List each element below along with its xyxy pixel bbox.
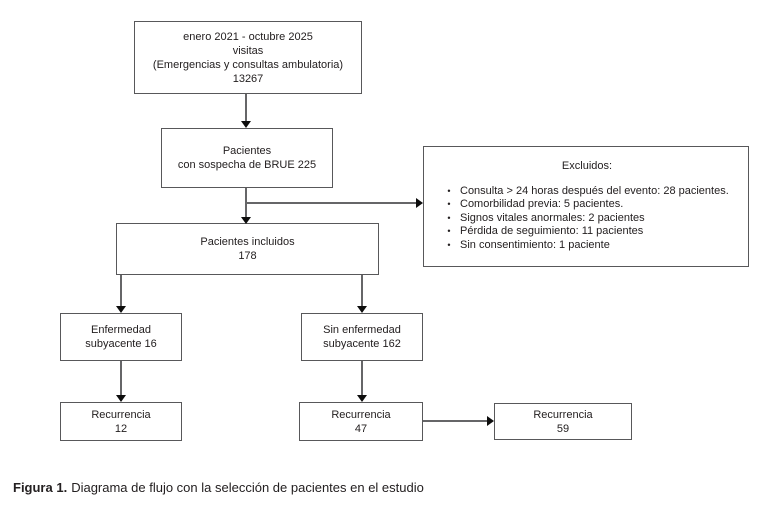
flow-box-recurrence-no-underlying: Recurrencia 47 — [299, 402, 423, 441]
excluded-list-item: • Comorbilidad previa: 5 pacientes. — [438, 198, 736, 212]
flow-box-visits-line: enero 2021 - octubre 2025 — [183, 30, 313, 43]
excluded-list-item: • Sin consentimiento: 1 paciente — [438, 239, 736, 253]
figure-caption-text: Diagrama de flujo con la selección de pa… — [71, 480, 424, 495]
connector-line — [361, 361, 363, 396]
arrowhead-right-icon — [487, 416, 494, 426]
flow-box-recurrence-total-line: 59 — [556, 422, 570, 435]
connector-line — [245, 94, 247, 122]
figure-caption-label: Figura 1. — [13, 480, 68, 495]
excluded-item-text: Sin consentimiento: 1 paciente — [460, 238, 610, 251]
flow-box-visits-line: visitas — [232, 44, 264, 57]
flow-box-recurrence-total: Recurrencia 59 — [494, 403, 632, 440]
flow-box-recurrence-total-line: Recurrencia — [533, 408, 593, 421]
arrowhead-down-icon — [357, 395, 367, 402]
excluded-item-text: Signos vitales anormales: 2 pacientes — [460, 211, 645, 224]
flow-box-suspected-brue-line: con sospecha de BRUE 225 — [177, 159, 317, 171]
bullet-icon: • — [447, 212, 451, 223]
excluded-list-item: • Consulta > 24 horas después del evento… — [438, 185, 736, 199]
arrowhead-down-icon — [116, 306, 126, 313]
flow-box-no-underlying-disease: Sin enfermedad subyacente 162 — [301, 313, 423, 361]
flow-box-no-underlying-disease-line: subyacente 162 — [323, 338, 401, 350]
flow-box-underlying-disease-line: subyacente 16 — [85, 338, 157, 350]
connector-line — [361, 275, 363, 307]
connector-line — [245, 202, 417, 204]
arrowhead-down-icon — [357, 306, 367, 313]
figure-caption: Figura 1.Diagrama de flujo con la selecc… — [13, 479, 424, 496]
flow-box-excluded: Excluidos: • Consulta > 24 horas después… — [423, 146, 749, 267]
excluded-item-text: Comorbilidad previa: 5 pacientes. — [460, 198, 624, 211]
excluded-list-item: • Signos vitales anormales: 2 pacientes — [438, 212, 736, 226]
connector-line — [120, 361, 122, 396]
arrowhead-down-icon — [116, 395, 126, 402]
flow-box-suspected-brue-line: Pacientes — [222, 145, 272, 157]
arrowhead-down-icon — [241, 121, 251, 128]
excluded-list-item: • Pérdida de seguimiento: 11 pacientes — [438, 225, 736, 239]
bullet-icon: • — [447, 239, 451, 250]
bullet-icon: • — [447, 185, 451, 196]
connector-line — [423, 420, 488, 422]
bullet-icon: • — [447, 226, 451, 237]
flow-box-included-line: 178 — [238, 250, 257, 262]
flow-box-recurrence-no-underlying-line: Recurrencia — [331, 408, 391, 421]
arrowhead-right-icon — [416, 198, 423, 208]
arrowhead-down-icon — [241, 217, 251, 224]
flow-box-visits-line: (Emergencias y consultas ambulatoria) — [152, 58, 344, 71]
flow-box-visits-line: 13267 — [232, 72, 264, 85]
excluded-item-text: Consulta > 24 horas después del evento: … — [460, 184, 729, 197]
flow-box-visits: enero 2021 - octubre 2025 visitas (Emerg… — [134, 21, 362, 94]
flow-box-included: Pacientes incluidos 178 — [116, 223, 379, 275]
flow-box-recurrence-underlying-line: Recurrencia — [91, 408, 151, 421]
excluded-list: • Consulta > 24 horas después del evento… — [438, 185, 736, 253]
flow-box-underlying-disease: Enfermedad subyacente 16 — [60, 313, 182, 361]
flow-box-recurrence-no-underlying-line: 47 — [354, 422, 368, 435]
flow-box-underlying-disease-line: Enfermedad — [91, 324, 151, 336]
bullet-icon: • — [447, 199, 451, 210]
excluded-item-text: Pérdida de seguimiento: 11 pacientes — [460, 225, 644, 238]
connector-line — [120, 275, 122, 307]
excluded-title: Excluidos: — [561, 160, 613, 172]
flow-box-suspected-brue: Pacientes con sospecha de BRUE 225 — [161, 128, 333, 188]
flow-box-no-underlying-disease-line: Sin enfermedad — [323, 324, 401, 336]
flow-box-recurrence-underlying-line: 12 — [114, 422, 128, 435]
flow-box-recurrence-underlying: Recurrencia 12 — [60, 402, 182, 441]
flow-box-included-line: Pacientes incluidos — [200, 236, 295, 248]
